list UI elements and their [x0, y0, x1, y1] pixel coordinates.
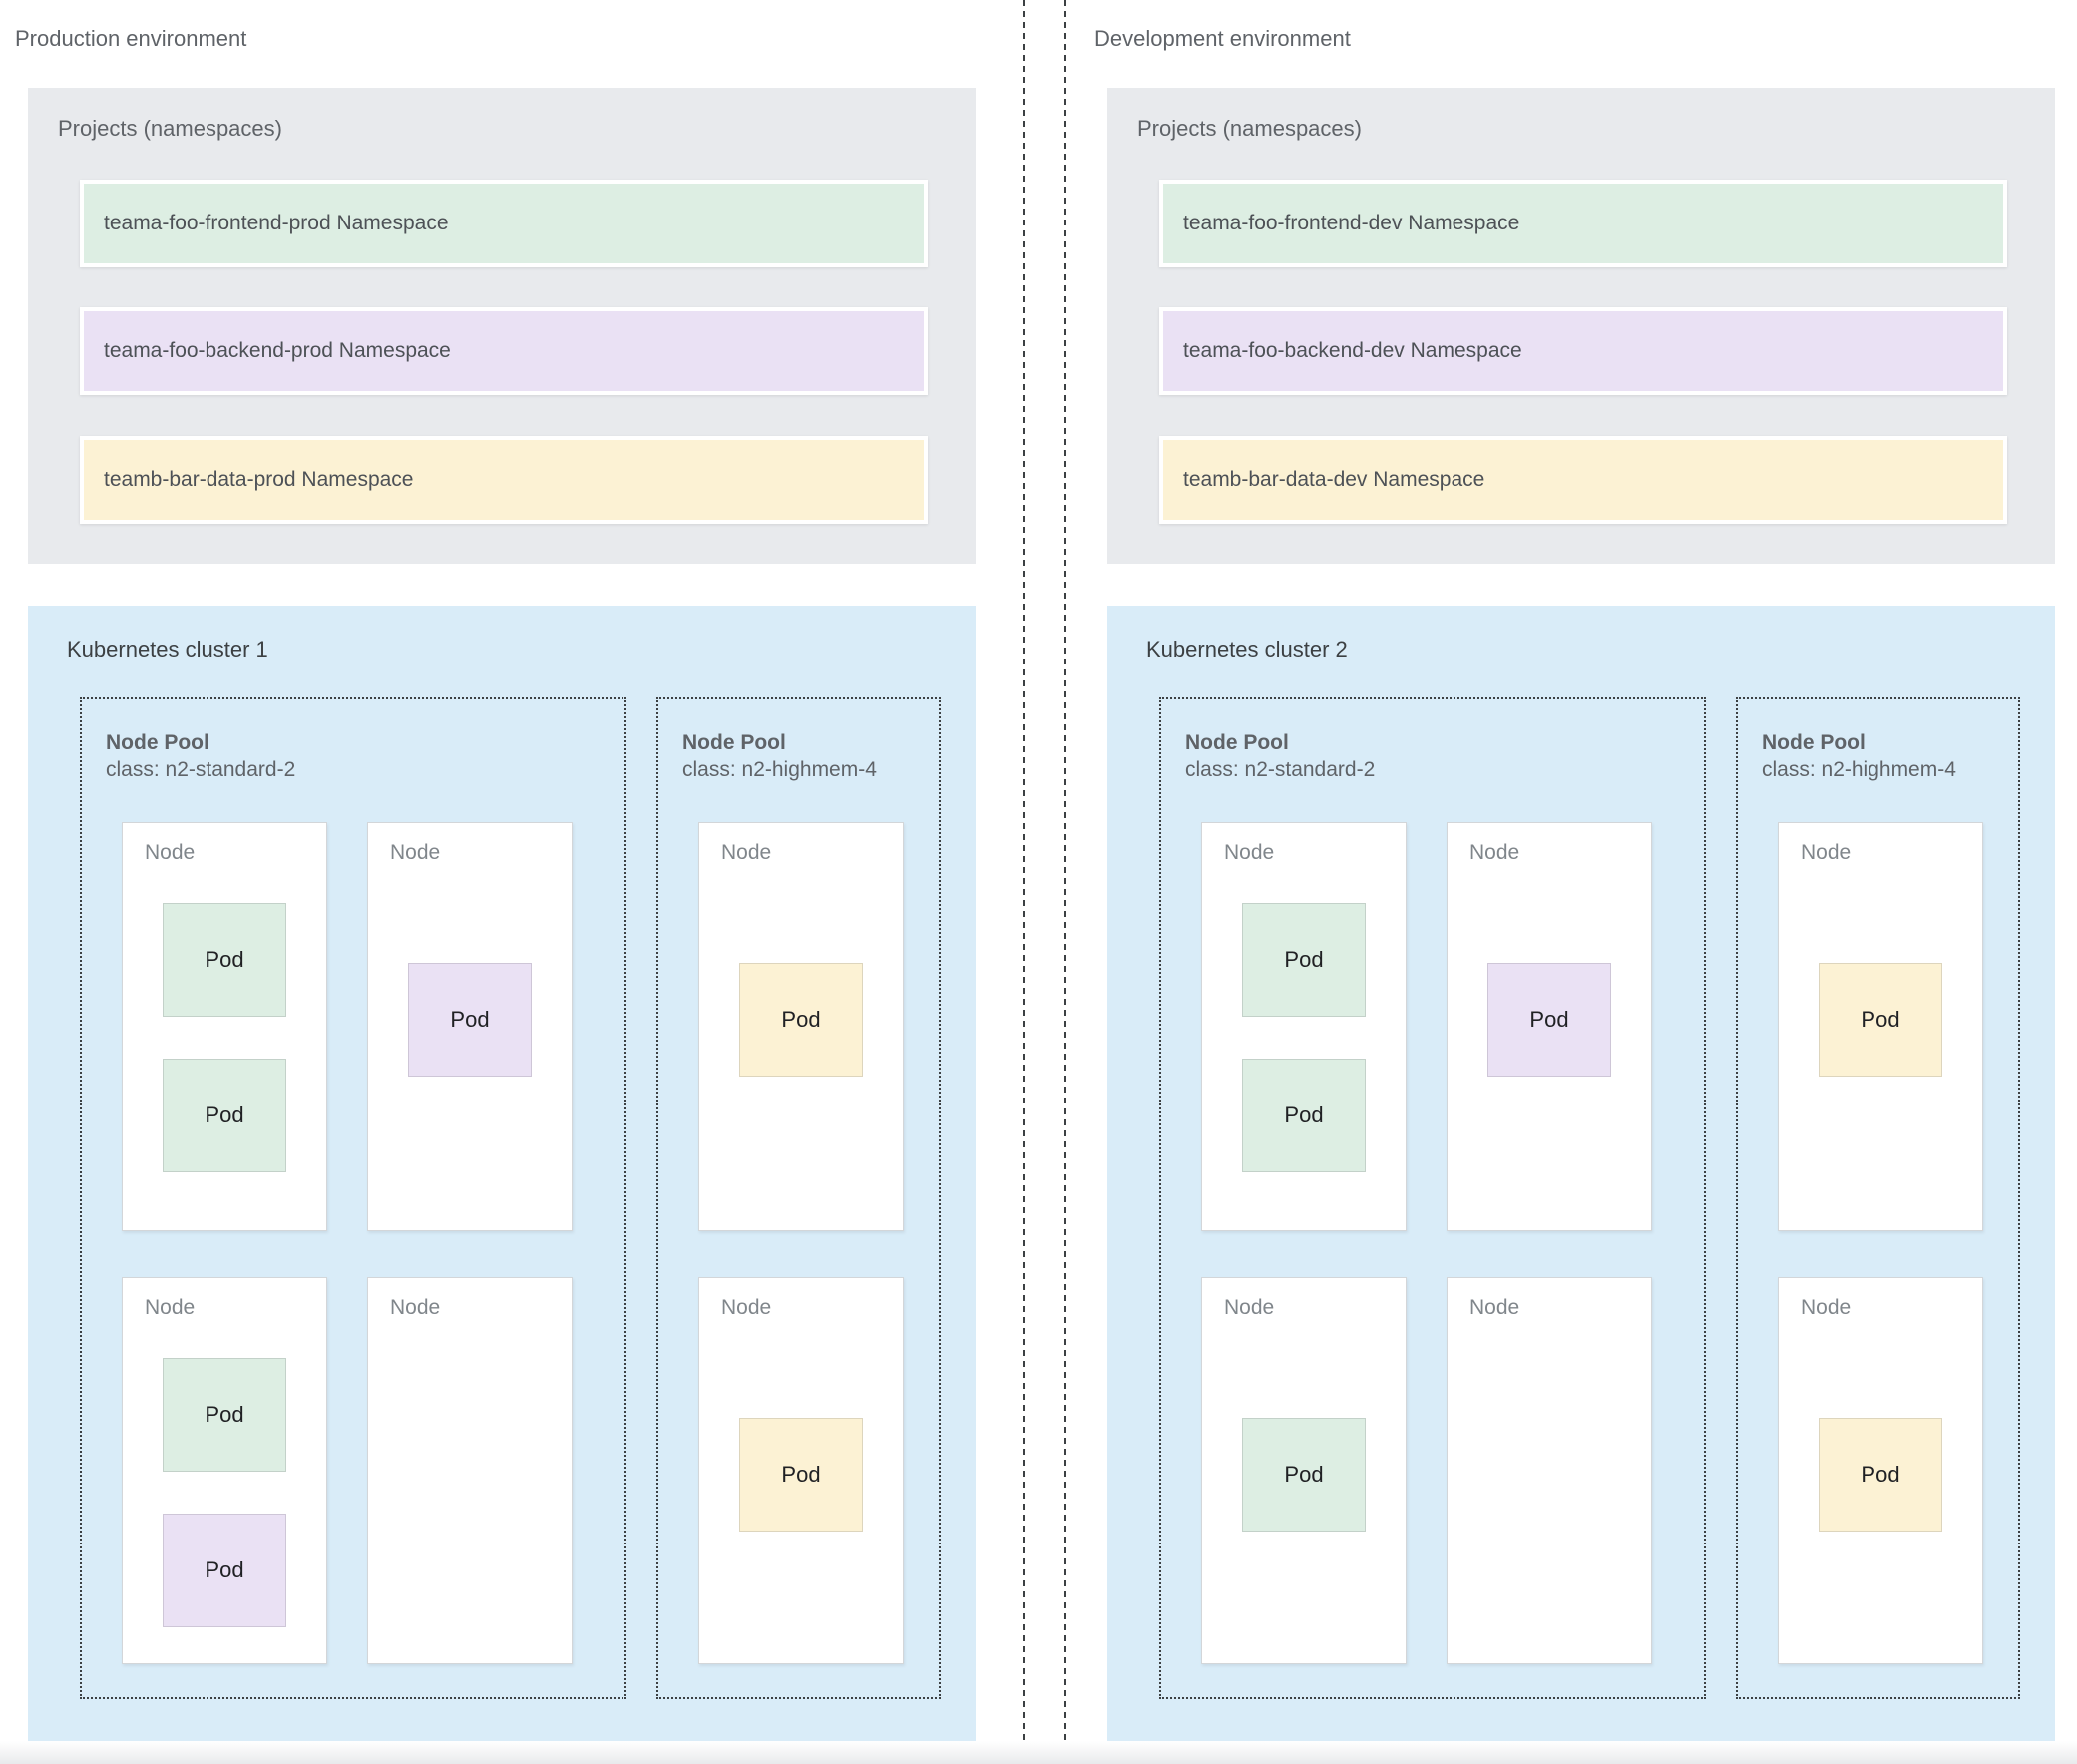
node-label: Node: [1224, 1296, 1275, 1319]
node-pool-title: Node Pool class: n2-highmem-4: [1762, 729, 1956, 783]
cluster-box: Kubernetes cluster 1 Node Pool class: n2…: [28, 606, 976, 1741]
node-pool-title: Node Pool class: n2-standard-2: [106, 729, 295, 783]
pod-list: Pod: [1202, 1278, 1406, 1663]
namespace-bar: teamb-bar-data-prod Namespace: [80, 436, 928, 524]
production-environment-panel: Production environment Projects (namespa…: [15, 0, 991, 1764]
pod: Pod: [739, 963, 863, 1077]
environment-separator-line: [1023, 0, 1025, 1764]
cluster-title: Kubernetes cluster 2: [1146, 637, 1348, 662]
pod-list: Pod: [1779, 823, 1982, 1230]
namespace-bar: teamb-bar-data-dev Namespace: [1159, 436, 2007, 524]
namespace-label: teama-foo-frontend-prod Namespace: [104, 212, 449, 234]
pod: Pod: [739, 1418, 863, 1532]
namespace-bar: teama-foo-frontend-prod Namespace: [80, 180, 928, 267]
pod: Pod: [1819, 963, 1942, 1077]
namespace-bar: teama-foo-backend-dev Namespace: [1159, 307, 2007, 395]
node-pool-name: Node Pool: [1762, 731, 1866, 754]
node-label: Node: [721, 841, 772, 864]
node-label: Node: [390, 841, 441, 864]
node-pool-class: class: n2-highmem-4: [1762, 758, 1956, 781]
projects-box: Projects (namespaces) teama-foo-frontend…: [1107, 88, 2055, 564]
environment-title: Development environment: [1094, 26, 1351, 51]
pod: Pod: [163, 1059, 286, 1172]
node-label: Node: [1469, 841, 1520, 864]
namespace-bar: teama-foo-frontend-dev Namespace: [1159, 180, 2007, 267]
pod-list: Pod: [1779, 1278, 1982, 1663]
node-label: Node: [721, 1296, 772, 1319]
development-environment-panel: Development environment Projects (namesp…: [1094, 0, 2070, 1764]
pod-list: [368, 1278, 572, 1663]
node: Node: [367, 1277, 573, 1664]
pod-list: Pod: [699, 1278, 903, 1663]
node-label: Node: [145, 1296, 196, 1319]
projects-box-title: Projects (namespaces): [1137, 116, 1362, 141]
node-label: Node: [1469, 1296, 1520, 1319]
node-pool-title: Node Pool class: n2-highmem-4: [682, 729, 877, 783]
environment-separator-line: [1064, 0, 1066, 1764]
namespace-label: teama-foo-frontend-dev Namespace: [1183, 212, 1520, 234]
node-pool-title: Node Pool class: n2-standard-2: [1185, 729, 1375, 783]
node-label: Node: [1801, 841, 1852, 864]
pod: Pod: [163, 1514, 286, 1627]
pod: Pod: [1242, 903, 1366, 1017]
environment-title: Production environment: [15, 26, 247, 51]
node-pool-class: class: n2-standard-2: [1185, 758, 1376, 781]
pod: Pod: [1819, 1418, 1942, 1532]
node-label: Node: [1224, 841, 1275, 864]
node-label: Node: [1801, 1296, 1852, 1319]
node-label: Node: [390, 1296, 441, 1319]
pod-list: Pod: [1448, 823, 1651, 1230]
pod: Pod: [1242, 1418, 1366, 1532]
pod-list: Pod: [699, 823, 903, 1230]
pod: Pod: [408, 963, 532, 1077]
node-pool-class: class: n2-standard-2: [106, 758, 296, 781]
pod: Pod: [163, 903, 286, 1017]
node-pool-name: Node Pool: [1185, 731, 1289, 754]
projects-box-title: Projects (namespaces): [58, 116, 282, 141]
node-pool-name: Node Pool: [682, 731, 786, 754]
namespace-label: teamb-bar-data-prod Namespace: [104, 468, 414, 491]
namespace-label: teamb-bar-data-dev Namespace: [1183, 468, 1485, 491]
projects-box: Projects (namespaces) teama-foo-frontend…: [28, 88, 976, 564]
node: Node: [1447, 1277, 1652, 1664]
cluster-title: Kubernetes cluster 1: [67, 637, 268, 662]
namespace-bar: teama-foo-backend-prod Namespace: [80, 307, 928, 395]
node-pool-name: Node Pool: [106, 731, 209, 754]
pod-list: Pod: [368, 823, 572, 1230]
node-label: Node: [145, 841, 196, 864]
node-pool-class: class: n2-highmem-4: [682, 758, 877, 781]
cluster-box: Kubernetes cluster 2 Node Pool class: n2…: [1107, 606, 2055, 1741]
pod: Pod: [1487, 963, 1611, 1077]
bottom-edge-strip: [0, 1741, 2077, 1764]
namespace-label: teama-foo-backend-dev Namespace: [1183, 339, 1522, 362]
pod: Pod: [1242, 1059, 1366, 1172]
namespace-label: teama-foo-backend-prod Namespace: [104, 339, 451, 362]
pod-list: [1448, 1278, 1651, 1663]
pod: Pod: [163, 1358, 286, 1472]
